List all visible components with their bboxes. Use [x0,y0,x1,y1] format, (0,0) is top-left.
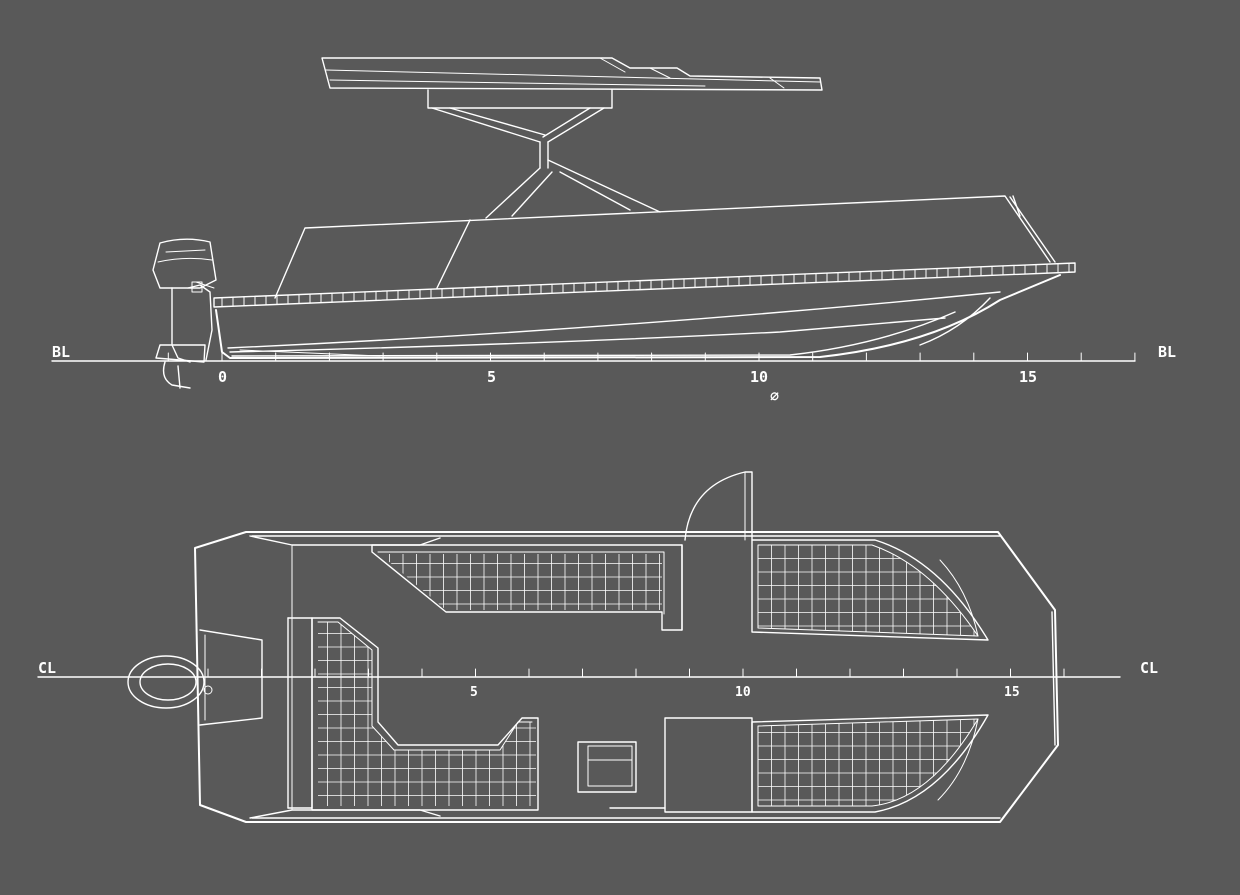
baseline-label-right: BL [1158,343,1176,361]
aft-seating [311,617,539,811]
upper-mid-seating [371,544,683,631]
t-top-frame [427,89,661,219]
station-label-10: 10 [750,368,768,386]
upper-bow-seating [751,539,989,641]
profile-view: BL BL 0 5 10 15 ⌀ [51,57,1176,405]
station-label-15: 15 [1019,368,1037,386]
midship-symbol: ⌀ [770,387,779,405]
transom-motor [127,629,263,726]
plan-station-label-10: 10 [735,685,751,700]
centerline-label-right: CL [1140,659,1158,677]
baseline-label-left: BL [52,343,70,361]
station-label-0: 0 [218,368,227,386]
plan-station-label-15: 15 [1004,685,1020,700]
t-top-canopy [321,57,823,91]
centerline-label-left: CL [38,659,56,677]
hull-side [215,274,1061,359]
station-label-5: 5 [487,368,496,386]
centerline-ticks [207,668,1065,678]
plan-station-label-5: 5 [470,685,478,700]
lower-bow-seating [751,714,989,813]
plan-view: CL CL 5 10 15 [37,471,1158,823]
hull-plan-outline [194,531,1059,823]
rub-rail [213,262,1076,308]
helm-seat [577,741,637,793]
center-console [609,471,753,813]
hull-topsides [274,195,1056,299]
outboard-motor [152,238,217,389]
